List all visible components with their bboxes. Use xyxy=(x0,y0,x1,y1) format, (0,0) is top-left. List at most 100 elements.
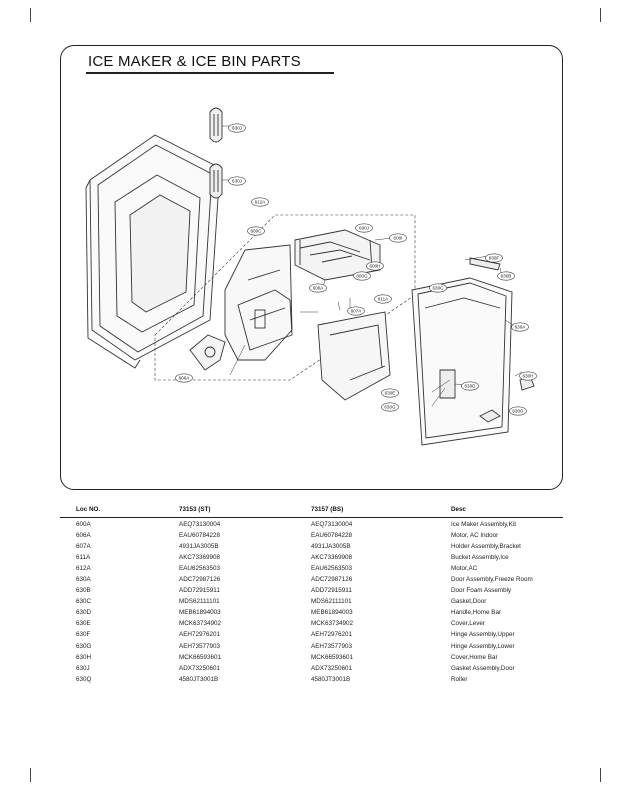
svg-text:630C: 630C xyxy=(433,286,445,291)
part-st-cell: AKC73369908 xyxy=(179,554,220,562)
loc-no-cell: 606A xyxy=(76,532,91,540)
svg-text:600A: 600A xyxy=(313,286,325,291)
part-st-cell: ADX73250601 xyxy=(179,664,220,672)
desc-cell: Roller xyxy=(451,675,468,683)
callout-630g: 630G xyxy=(381,402,399,412)
callout-600h: 600H xyxy=(366,261,384,271)
loc-no-cell: 630G xyxy=(76,642,92,650)
desc-cell: Hinge Assembly,Upper xyxy=(451,631,515,639)
desc-cell: Gasket Assembly,Door xyxy=(451,664,515,672)
svg-text:600H: 600H xyxy=(370,264,381,269)
crop-mark-tl xyxy=(30,8,31,22)
svg-text:600G: 600G xyxy=(356,274,368,279)
desc-cell: Holder Assembly,Bracket xyxy=(451,543,521,551)
part-st-cell: 4580JT3001B xyxy=(179,675,219,683)
crop-mark-br xyxy=(600,768,601,782)
desc-cell: Motor,AC xyxy=(451,565,478,573)
part-bs-cell: ADD72915911 xyxy=(311,587,352,595)
loc-no-cell: 630C xyxy=(76,598,92,606)
callout-611a: 611A xyxy=(374,294,392,304)
part-bs-cell: AEQ73130004 xyxy=(311,521,353,528)
svg-text:630F: 630F xyxy=(489,256,500,261)
part-bs-cell: 4580JT3001B xyxy=(311,675,351,683)
part-bs-cell: AEH72976201 xyxy=(311,631,352,639)
loc-no-cell: 630J xyxy=(76,664,90,672)
loc-no-cell: 612A xyxy=(76,565,91,573)
loc-no-cell: 630H xyxy=(76,653,92,661)
desc-cell: Hinge Assembly,Lower xyxy=(451,642,515,650)
callout-607a: 607A xyxy=(347,306,365,316)
svg-text:630A: 630A xyxy=(515,325,527,330)
column-header-73153: 73153 (ST) xyxy=(179,506,211,513)
svg-text:600I: 600I xyxy=(394,236,403,241)
desc-cell: Cover,Home Bar xyxy=(451,653,498,661)
svg-text:630G: 630G xyxy=(512,409,524,414)
part-st-cell: AEQ73130004 xyxy=(179,521,221,528)
table-row: 630Q 4580JT3001B 4580JT3001B Roller xyxy=(60,673,563,684)
loc-no-cell: 630Q xyxy=(76,675,92,683)
motor-drawing xyxy=(189,334,226,371)
desc-cell: Handle,Home Bar xyxy=(451,609,502,617)
callout-600a: 600A xyxy=(309,283,327,293)
part-st-cell: MCK66593601 xyxy=(179,653,222,661)
callout-600i: 600I xyxy=(389,233,407,243)
part-bs-cell: ADX73250601 xyxy=(311,664,352,672)
gasket-parts-drawing xyxy=(209,107,232,199)
callout-630h: 630H xyxy=(519,371,537,381)
title-underline xyxy=(86,72,334,74)
part-st-cell: AEH72976201 xyxy=(179,631,220,639)
table-row: 630H MCK66593601 MCK66593601 Cover,Home Bar xyxy=(60,651,563,662)
table-row: 630J ADX73250601 ADX73250601 Gasket Assembl… xyxy=(60,662,563,673)
ice-maker-bracket-drawing xyxy=(224,244,293,361)
desc-cell: Bucket Assembly,Ice xyxy=(451,554,509,562)
part-bs-cell: EAU62563503 xyxy=(311,565,352,573)
svg-text:612A: 612A xyxy=(255,200,267,205)
loc-no-cell: 630F xyxy=(76,631,91,639)
part-bs-cell: MEB61894003 xyxy=(311,609,353,617)
callout-612a: 612A xyxy=(251,197,269,207)
callout-630g: 630G xyxy=(509,406,527,416)
callout-630a: 630A xyxy=(511,322,529,332)
callout-630j: 630J xyxy=(228,123,246,133)
svg-text:600C: 600C xyxy=(251,229,263,234)
callout-630f: 630F xyxy=(485,253,503,263)
loc-no-cell: 611A xyxy=(76,554,91,562)
svg-text:630J: 630J xyxy=(232,179,242,184)
svg-text:630D: 630D xyxy=(465,384,477,389)
callout-630d: 630D xyxy=(461,381,479,391)
callout-630e: 630E xyxy=(381,388,399,398)
desc-cell: Ice Maker Assembly,Kit xyxy=(451,521,516,528)
part-st-cell: MEB61894003 xyxy=(179,609,221,617)
part-st-cell: ADD72915911 xyxy=(179,587,220,595)
part-st-cell: EAU62563503 xyxy=(179,565,220,573)
part-bs-cell: EAU60784228 xyxy=(311,532,352,540)
part-st-cell: 4931JA3005B xyxy=(179,543,219,551)
svg-text:630G: 630G xyxy=(384,405,396,410)
desc-cell: Gasket,Door xyxy=(451,598,487,606)
ice-bucket-drawing xyxy=(300,311,391,401)
part-bs-cell: MCK66593601 xyxy=(311,653,354,661)
part-bs-cell: 4931JA3005B xyxy=(311,543,351,551)
desc-cell: Cover,Lever xyxy=(451,620,485,628)
part-bs-cell: ADC72987126 xyxy=(311,576,353,584)
table-header-row: Loc NO. 73153 (ST) 73157 (BS) Desc xyxy=(60,505,563,518)
svg-text:611A: 611A xyxy=(378,297,389,302)
svg-text:606A: 606A xyxy=(179,376,191,381)
svg-text:630J: 630J xyxy=(232,126,242,131)
part-st-cell: ADC72987126 xyxy=(179,576,221,584)
door-frame-drawing xyxy=(85,134,221,369)
column-header-73157: 73157 (BS) xyxy=(311,506,344,513)
callout-600j: 600J xyxy=(355,223,373,233)
crop-mark-bl xyxy=(30,768,31,782)
desc-cell: Door Assembly,Freeze Room xyxy=(451,576,533,584)
callout-630c: 630C xyxy=(429,283,447,293)
